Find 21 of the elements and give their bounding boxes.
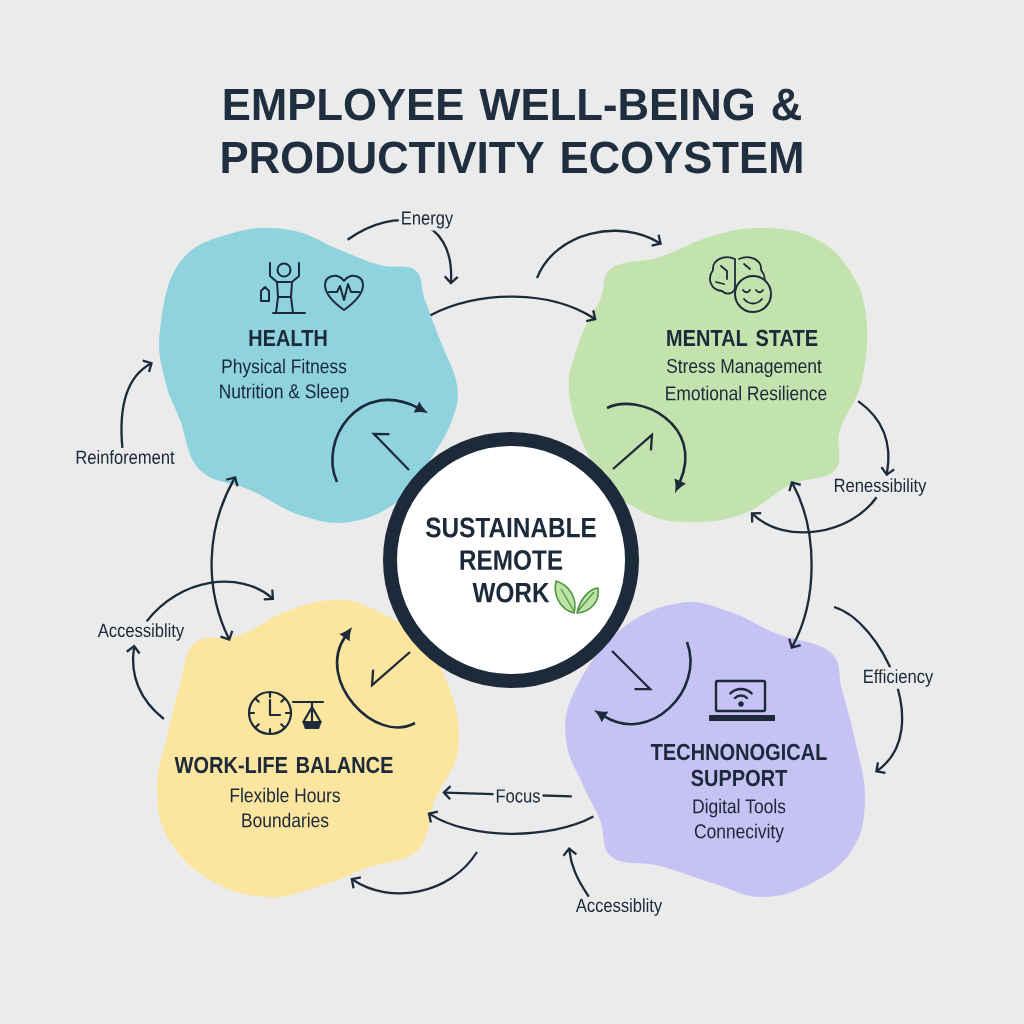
curved-arrow xyxy=(427,810,594,835)
flow-label: Accessiblity xyxy=(575,898,663,916)
curved-arrow xyxy=(145,580,275,623)
curved-arrow xyxy=(750,496,878,534)
edge-label: Focus xyxy=(493,787,543,805)
double-headed-arrow xyxy=(788,480,813,649)
title: EMPLOYEE WELL-BEING & PRODUCTIVITY ECOYSTEM xyxy=(222,88,802,174)
curved-arrow xyxy=(857,400,895,477)
curved-arrow xyxy=(562,847,590,898)
edge-label: Efficiency xyxy=(860,667,936,689)
flow-label: Reinforement xyxy=(76,450,175,464)
curved-arrow xyxy=(350,851,478,895)
flow-label: Accessiblity xyxy=(97,623,185,641)
curved-arrow xyxy=(833,605,904,775)
curved-arrow xyxy=(120,359,153,448)
flow-label: Renessibility xyxy=(834,478,927,496)
curved-arrow xyxy=(430,295,597,323)
curved-arrow xyxy=(536,229,662,279)
double-headed-arrow xyxy=(210,475,239,642)
curved-arrow xyxy=(126,644,165,720)
edge-label: Energy xyxy=(398,209,456,231)
